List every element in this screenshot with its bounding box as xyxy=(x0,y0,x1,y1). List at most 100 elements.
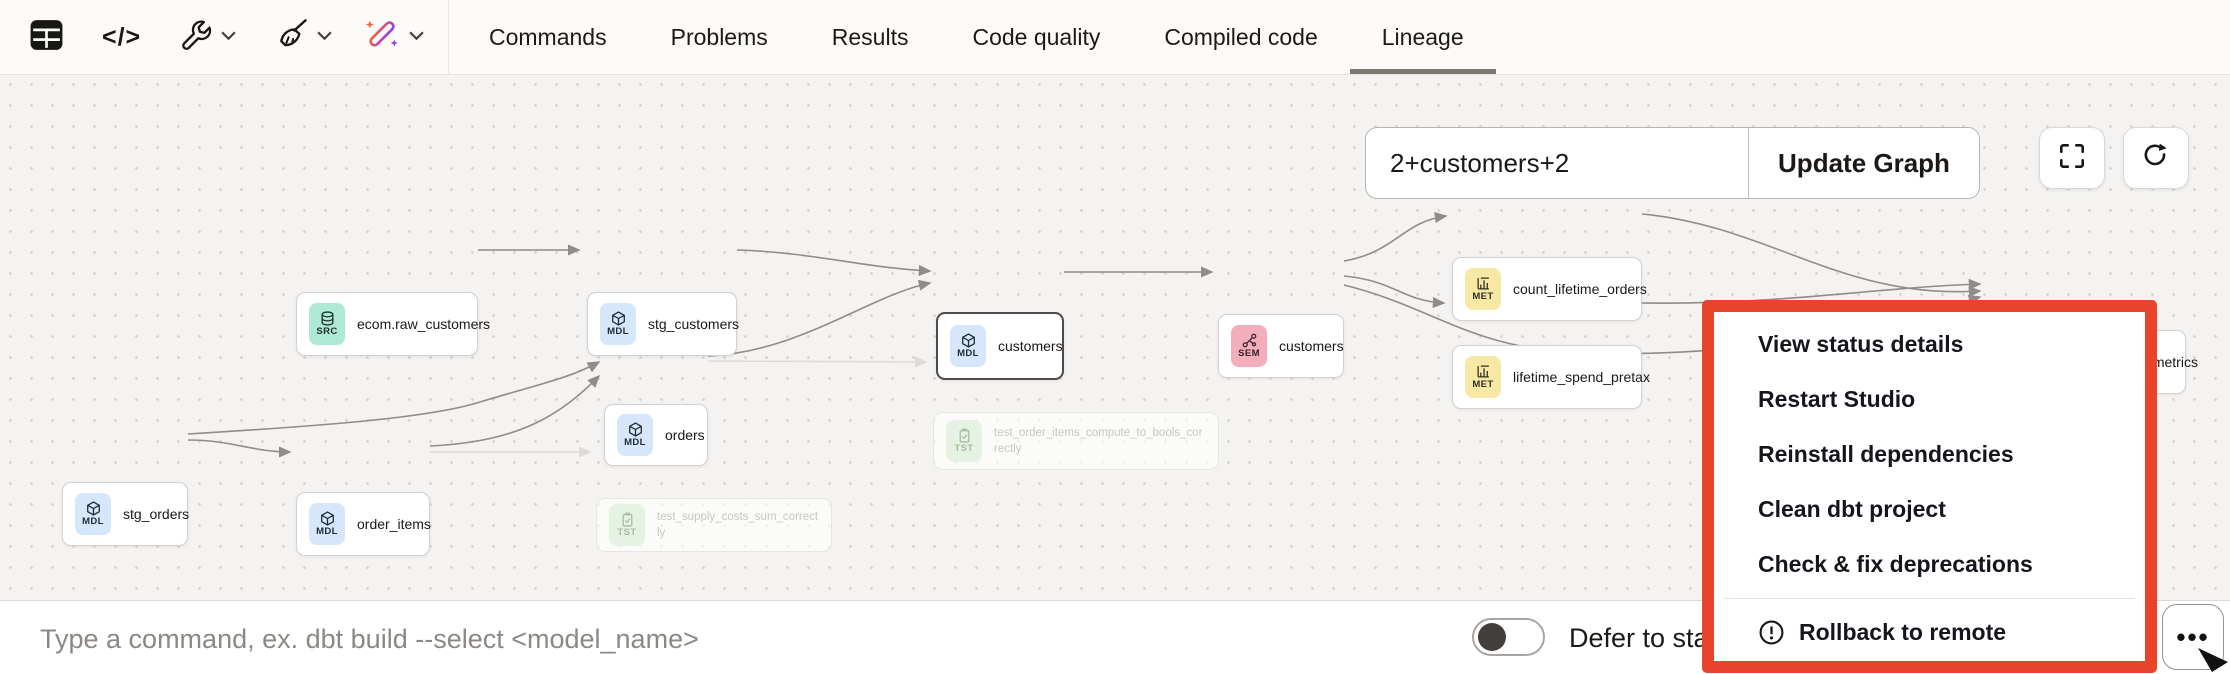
model-icon xyxy=(86,501,101,516)
metric-badge: MET xyxy=(1465,268,1501,310)
badge-label: MET xyxy=(1472,291,1494,303)
menu-item-label: View status details xyxy=(1758,331,1964,357)
ai-assist-button[interactable] xyxy=(362,0,425,74)
badge-label: TST xyxy=(617,527,637,539)
node-label: ecom.raw_customers xyxy=(357,316,491,332)
model-icon xyxy=(320,511,335,526)
menu-item-label: Check & fix deprecations xyxy=(1758,551,2033,577)
model-icon xyxy=(628,422,643,437)
chevron-down-icon xyxy=(220,28,237,46)
semantic-icon xyxy=(1242,333,1257,348)
selector-input[interactable] xyxy=(1366,128,1748,198)
node-lifetime-spend-pretax[interactable]: MET lifetime_spend_pretax xyxy=(1452,345,1650,409)
test-badge: TST xyxy=(609,504,645,546)
source-icon xyxy=(320,311,335,326)
update-graph-button[interactable]: Update Graph xyxy=(1748,128,1979,198)
tab-results[interactable]: Results xyxy=(831,24,909,50)
node-label: stg_orders xyxy=(123,506,190,522)
test-icon xyxy=(620,512,635,527)
node-test-order-items-compute-to-bools-correctly[interactable]: TST test_order_items_compute_to_bools_cor… xyxy=(933,412,1219,470)
refresh-button[interactable] xyxy=(2123,127,2189,189)
badge-label: MDL xyxy=(624,437,646,449)
command-input[interactable] xyxy=(38,601,1342,674)
menu-item-reinstall-dependencies[interactable]: Reinstall dependencies xyxy=(1714,427,2145,482)
badge-label: MDL xyxy=(316,526,338,538)
node-orders[interactable]: MDL orders xyxy=(604,404,708,466)
chevron-down-icon xyxy=(316,28,333,46)
defer-label: Defer to sta xyxy=(1569,623,1709,653)
node-label: test_order_items_compute_to_bools_correc… xyxy=(994,426,1203,455)
node-stg-orders[interactable]: MDL stg_orders xyxy=(62,482,190,546)
defer-toggle[interactable] xyxy=(1472,618,1545,656)
test-icon xyxy=(957,428,972,443)
badge-label: SEM xyxy=(1238,348,1260,360)
menu-item-check-fix-deprecations[interactable]: Check & fix deprecations xyxy=(1714,537,2145,592)
badge-label: MDL xyxy=(82,516,104,528)
code-icon: </> xyxy=(102,22,142,51)
tab-problems[interactable]: Problems xyxy=(670,24,768,50)
tab-code-quality[interactable]: Code quality xyxy=(972,24,1101,50)
badge-label: MDL xyxy=(607,326,629,338)
clean-tools-button[interactable] xyxy=(274,0,333,74)
node-label: order_items xyxy=(357,516,431,532)
table-view-icon xyxy=(28,16,65,58)
mouse-cursor xyxy=(2196,646,2230,674)
node-ecom-raw-customers[interactable]: SRC ecom.raw_customers xyxy=(296,292,490,356)
menu-item-clean-dbt-project[interactable]: Clean dbt project xyxy=(1714,482,2145,537)
tab-lineage[interactable]: Lineage xyxy=(1349,0,1496,74)
node-test-supply-costs-sum-correctly[interactable]: TST test_supply_costs_sum_correctly xyxy=(596,498,832,552)
tab-compiled-code[interactable]: Compiled code xyxy=(1164,24,1318,50)
metric-icon xyxy=(1476,276,1491,291)
test-badge: TST xyxy=(946,420,982,462)
metric-icon xyxy=(1476,364,1491,379)
build-tools-button[interactable] xyxy=(178,0,237,74)
model-icon xyxy=(961,333,976,348)
menu-item-label: Rollback to remote xyxy=(1799,619,2007,645)
badge-label: MET xyxy=(1472,379,1494,391)
top-toolbar: </> xyxy=(0,0,2230,75)
node-label: test_supply_costs_sum_correctly xyxy=(657,510,819,539)
toolbar-divider xyxy=(448,0,449,74)
model-badge: MDL xyxy=(950,325,986,367)
model-icon xyxy=(611,311,626,326)
node-label: orders xyxy=(665,427,705,443)
fullscreen-button[interactable] xyxy=(2039,127,2105,189)
node-label: customers xyxy=(998,338,1063,354)
badge-label: MDL xyxy=(957,348,979,360)
node-customers-semantic[interactable]: SEM customers xyxy=(1218,314,1344,378)
menu-item-rollback-to-remote[interactable]: Rollback to remote xyxy=(1714,605,2145,660)
node-count-lifetime-orders[interactable]: MET count_lifetime_orders xyxy=(1452,257,1647,321)
node-order-items[interactable]: MDL order_items xyxy=(296,492,431,556)
menu-item-view-status-details[interactable]: View status details xyxy=(1714,317,2145,372)
graph-selector-box: Update Graph xyxy=(1365,127,1980,199)
menu-item-restart-studio[interactable]: Restart Studio xyxy=(1714,372,2145,427)
menu-item-label: Clean dbt project xyxy=(1758,496,1946,522)
fullscreen-icon xyxy=(2057,141,2087,176)
refresh-icon xyxy=(2141,141,2171,176)
node-label: lifetime_spend_pretax xyxy=(1513,369,1650,385)
menu-item-label: Reinstall dependencies xyxy=(1758,441,2014,467)
broom-icon xyxy=(274,17,310,58)
wrench-icon xyxy=(178,17,214,58)
node-label: count_lifetime_orders xyxy=(1513,281,1647,297)
code-view-button[interactable]: </> xyxy=(102,0,141,74)
model-badge: MDL xyxy=(600,303,636,345)
tab-commands[interactable]: Commands xyxy=(489,24,607,50)
menu-divider xyxy=(1724,598,2135,599)
node-label: customers xyxy=(1279,338,1344,354)
metric-badge: MET xyxy=(1465,356,1501,398)
tab-bar: Commands Problems Results Code quality Compi… xyxy=(457,0,1496,74)
source-badge: SRC xyxy=(309,303,345,345)
chevron-down-icon xyxy=(408,28,425,46)
node-stg-customers[interactable]: MDL stg_customers xyxy=(587,292,740,356)
model-badge: MDL xyxy=(617,414,653,456)
badge-label: SRC xyxy=(316,326,338,338)
node-label: stg_customers xyxy=(648,316,740,332)
badge-label: TST xyxy=(954,443,974,455)
model-badge: MDL xyxy=(75,493,111,535)
more-options-button[interactable]: ••• xyxy=(2162,604,2224,670)
table-view-button[interactable] xyxy=(28,0,65,74)
node-customers-model[interactable]: MDL customers xyxy=(936,312,1064,380)
